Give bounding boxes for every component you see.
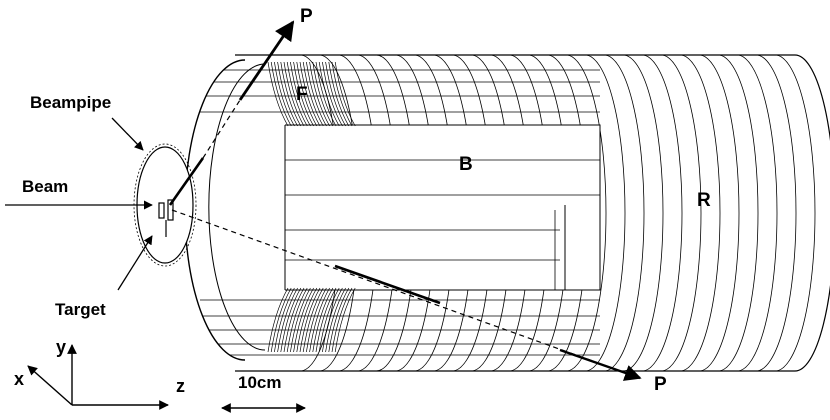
track-top-dashed — [202, 99, 241, 159]
label-b: B — [459, 154, 473, 175]
label-scale: 10cm — [238, 373, 281, 392]
beampipe-pointer — [111, 117, 144, 151]
forward-detector-f — [267, 61, 356, 353]
track-top-arrow — [238, 20, 295, 101]
label-beam: Beam — [22, 177, 68, 196]
label-f: F — [296, 84, 308, 105]
track-top-inner — [168, 157, 205, 206]
label-r: R — [697, 190, 711, 211]
scale-bar: 10cm — [221, 373, 306, 413]
label-beampipe: Beampipe — [30, 93, 111, 112]
label-p-top: P — [300, 6, 313, 27]
label-p-bottom: P — [654, 374, 667, 395]
label-axis-z: z — [176, 376, 185, 396]
label-target: Target — [55, 300, 106, 319]
coordinate-axes: y x z — [14, 337, 185, 410]
label-axis-y: y — [56, 337, 66, 357]
track-bottom-arrow — [559, 348, 642, 381]
track-bottom-segment — [334, 264, 441, 305]
label-axis-x: x — [14, 369, 24, 389]
barrel-b — [184, 59, 601, 361]
target-pointer — [117, 235, 153, 291]
